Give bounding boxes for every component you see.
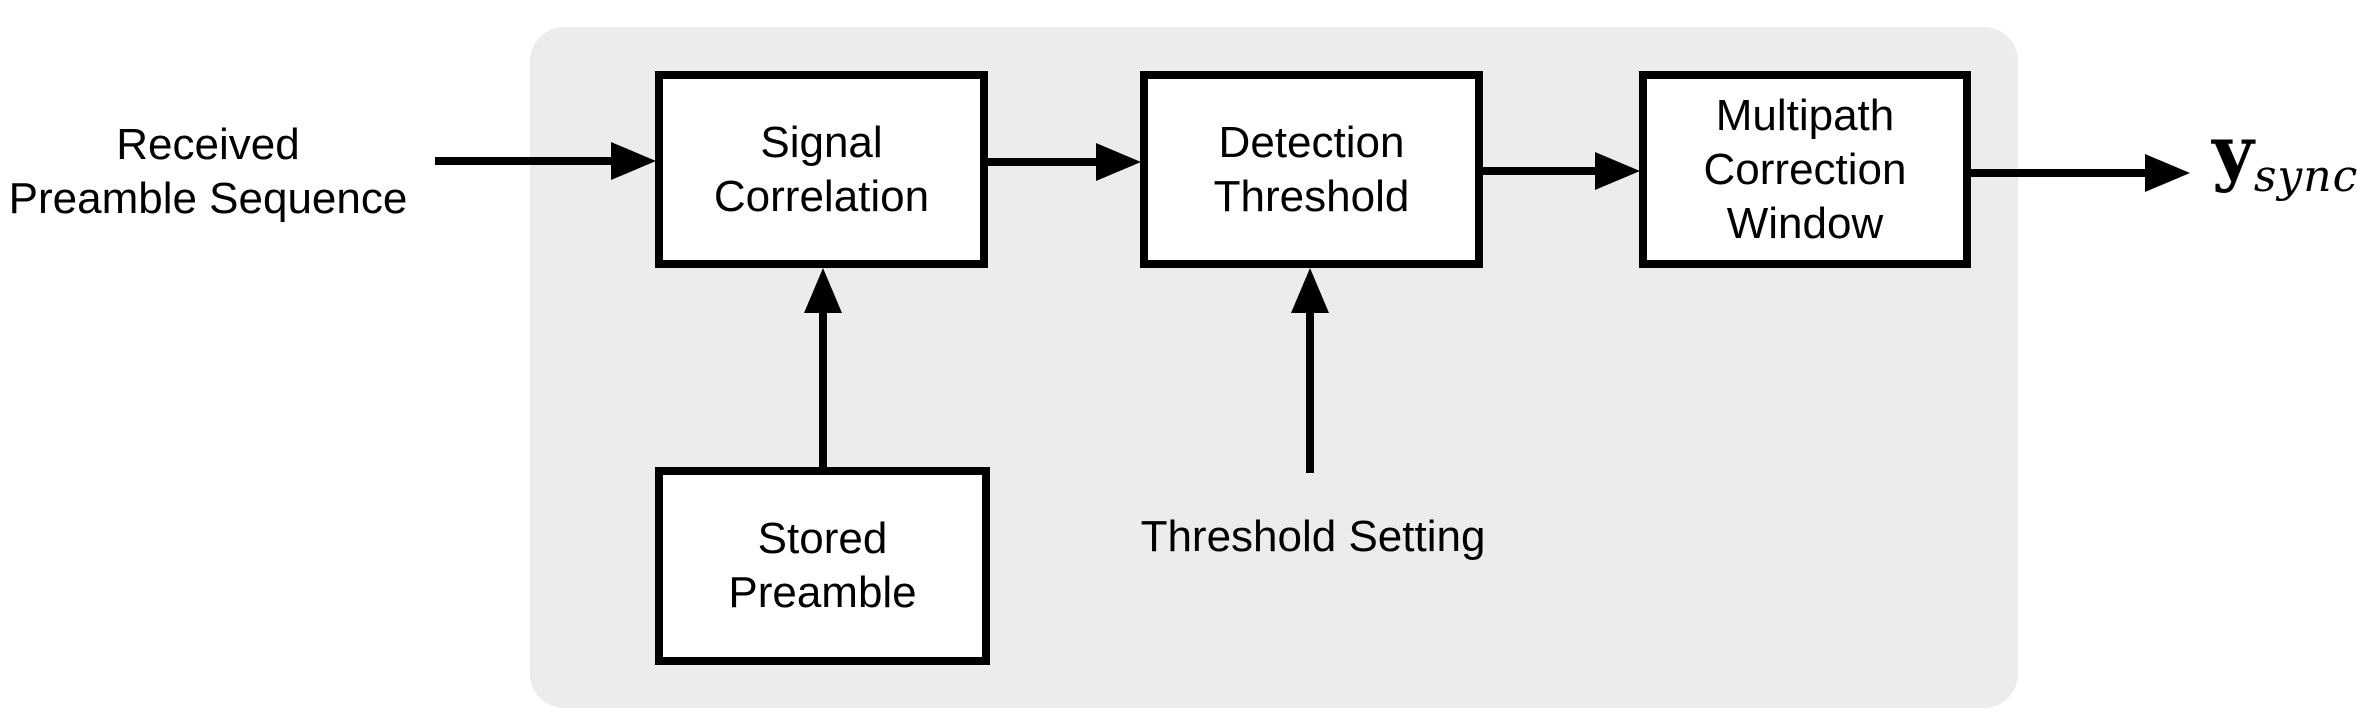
block-stored-preamble: Stored Preamble bbox=[655, 467, 990, 665]
block-detection-threshold: Detection Threshold bbox=[1140, 71, 1483, 268]
block-signal-correlation: Signal Correlation bbox=[655, 71, 988, 268]
threshold-setting-label: Threshold Setting bbox=[1140, 512, 1486, 561]
input-label: Received Preamble Sequence bbox=[8, 120, 408, 223]
output-symbol-subscript: sync bbox=[2253, 151, 2359, 202]
output-symbol-base: y bbox=[2212, 109, 2254, 194]
output-symbol: ysync bbox=[2212, 116, 2358, 199]
arrow-stored-to-signal bbox=[804, 268, 842, 469]
arrow-detection-to-multipath bbox=[1481, 152, 1640, 190]
arrow-threshold-setting-to-detection bbox=[1291, 268, 1329, 473]
arrow-signal-to-detection bbox=[986, 143, 1141, 181]
block-multipath-correction-window: Multipath Correction Window bbox=[1639, 71, 1971, 268]
arrow-input-to-signal-correlation bbox=[435, 142, 656, 180]
arrow-multipath-to-output bbox=[1969, 154, 2190, 192]
